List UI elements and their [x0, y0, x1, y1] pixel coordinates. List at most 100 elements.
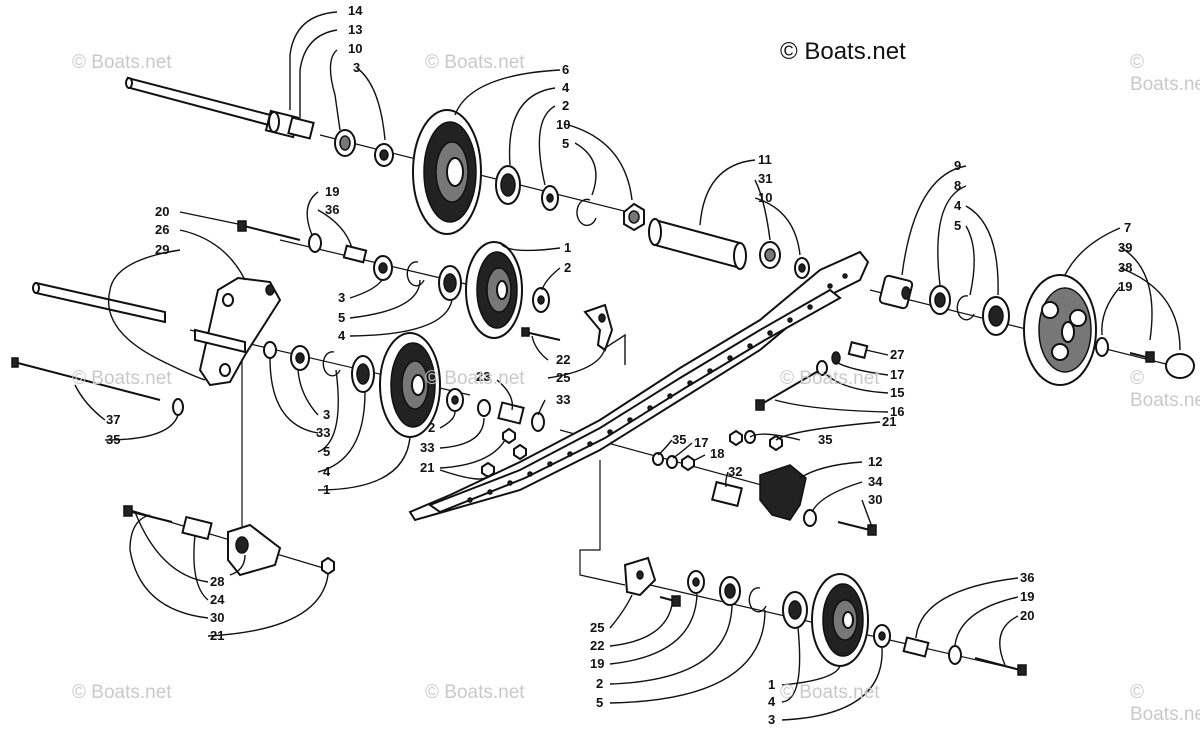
pivot-arm [32, 276, 282, 387]
leader-lines [74, 11, 1181, 721]
label-19: 19 [1020, 589, 1034, 604]
callout-labels: 14 13 10 3 6 4 2 10 5 11 31 10 9 8 4 5 7… [106, 3, 1132, 727]
label-13: 13 [348, 22, 362, 37]
watermark-top-mid: © Boats.net [425, 52, 525, 73]
label-32: 32 [728, 464, 742, 479]
label-18: 18 [710, 446, 724, 461]
label-30: 30 [868, 492, 882, 507]
label-16: 16 [890, 404, 904, 419]
label-3: 3 [338, 290, 345, 305]
label-33: 33 [420, 440, 434, 455]
label-10: 10 [556, 117, 570, 132]
label-22: 22 [590, 638, 604, 653]
label-34: 34 [868, 474, 883, 489]
label-22: 22 [556, 352, 570, 367]
label-9: 9 [954, 158, 961, 173]
watermark-bottom-mid: © Boats.net [425, 682, 525, 703]
label-24: 24 [210, 592, 225, 607]
label-19: 19 [1118, 279, 1132, 294]
label-21: 21 [882, 414, 896, 429]
top-large-wheel [412, 109, 482, 235]
label-38: 38 [1118, 260, 1132, 275]
watermark-mid-right: © Boats.net [780, 368, 880, 389]
label-30: 30 [210, 610, 224, 625]
label-28: 28 [210, 574, 224, 589]
label-8: 8 [954, 178, 961, 193]
upper-left-bolt-set [237, 220, 368, 264]
label-2: 2 [596, 676, 603, 691]
rail-bolt-16 [755, 341, 869, 411]
label-7: 7 [1124, 220, 1131, 235]
label-35: 35 [106, 432, 120, 447]
label-1: 1 [323, 482, 330, 497]
axis-line-right [869, 289, 1171, 366]
label-1: 1 [564, 240, 571, 255]
label-17: 17 [694, 435, 708, 450]
label-5: 5 [338, 310, 345, 325]
top-bushings [334, 129, 394, 167]
lower-left-bracket-set [123, 505, 335, 577]
label-31: 31 [758, 171, 772, 186]
label-2: 2 [564, 260, 571, 275]
watermark-bottom-far-right: © Boats.net [1130, 682, 1200, 725]
label-39: 39 [1118, 240, 1132, 255]
middle-upper-wheel-set [373, 241, 550, 339]
label-2: 2 [562, 98, 569, 113]
label-1: 1 [768, 677, 775, 692]
rail-holes [467, 273, 848, 503]
watermark-mid-center: © Boats.net [425, 368, 525, 389]
top-bearing-set [495, 165, 645, 232]
label-4: 4 [954, 198, 962, 213]
label-25: 25 [556, 370, 570, 385]
label-4: 4 [562, 80, 570, 95]
upper-bracket [521, 303, 614, 352]
label-35: 35 [672, 432, 686, 447]
label-3: 3 [353, 60, 360, 75]
label-10: 10 [758, 190, 772, 205]
bottom-wheel-set [623, 556, 1027, 676]
stopper-block-set [710, 464, 877, 536]
label-14: 14 [348, 3, 363, 18]
label-37: 37 [106, 412, 120, 427]
label-15: 15 [890, 385, 904, 400]
label-36: 36 [325, 202, 339, 217]
label-5: 5 [596, 695, 603, 710]
label-3: 3 [768, 712, 775, 727]
label-36: 36 [1020, 570, 1034, 585]
label-4: 4 [338, 328, 346, 343]
label-27: 27 [890, 347, 904, 362]
label-2: 2 [428, 420, 435, 435]
label-29: 29 [155, 242, 169, 257]
label-6: 6 [562, 62, 569, 77]
watermark-top-left: © Boats.net [72, 52, 172, 73]
label-23: 23 [476, 369, 490, 384]
top-shaft [125, 76, 315, 140]
label-19: 19 [590, 656, 604, 671]
right-wheel-set [878, 274, 1195, 386]
label-33: 33 [556, 392, 570, 407]
spacer-tube [648, 218, 747, 270]
label-5: 5 [954, 218, 961, 233]
label-12: 12 [868, 454, 882, 469]
rail-nuts [481, 427, 783, 479]
slide-rail [408, 250, 870, 522]
label-4: 4 [768, 694, 776, 709]
label-20: 20 [1020, 608, 1034, 623]
label-25: 25 [590, 620, 604, 635]
watermark-mid-left: © Boats.net [72, 368, 172, 389]
label-4: 4 [323, 464, 331, 479]
right-bushings [759, 241, 810, 279]
label-11: 11 [758, 152, 772, 167]
label-17: 17 [890, 367, 904, 382]
copyright-text: © Boats.net [780, 38, 906, 65]
watermark-mid-far-right: © Boats.net [1130, 368, 1200, 411]
label-10: 10 [348, 41, 362, 56]
label-19: 19 [325, 184, 339, 199]
watermark-bottom-left: © Boats.net [72, 682, 172, 703]
label-26: 26 [155, 222, 169, 237]
label-21: 21 [210, 628, 224, 643]
label-5: 5 [562, 136, 569, 151]
label-20: 20 [155, 204, 169, 219]
